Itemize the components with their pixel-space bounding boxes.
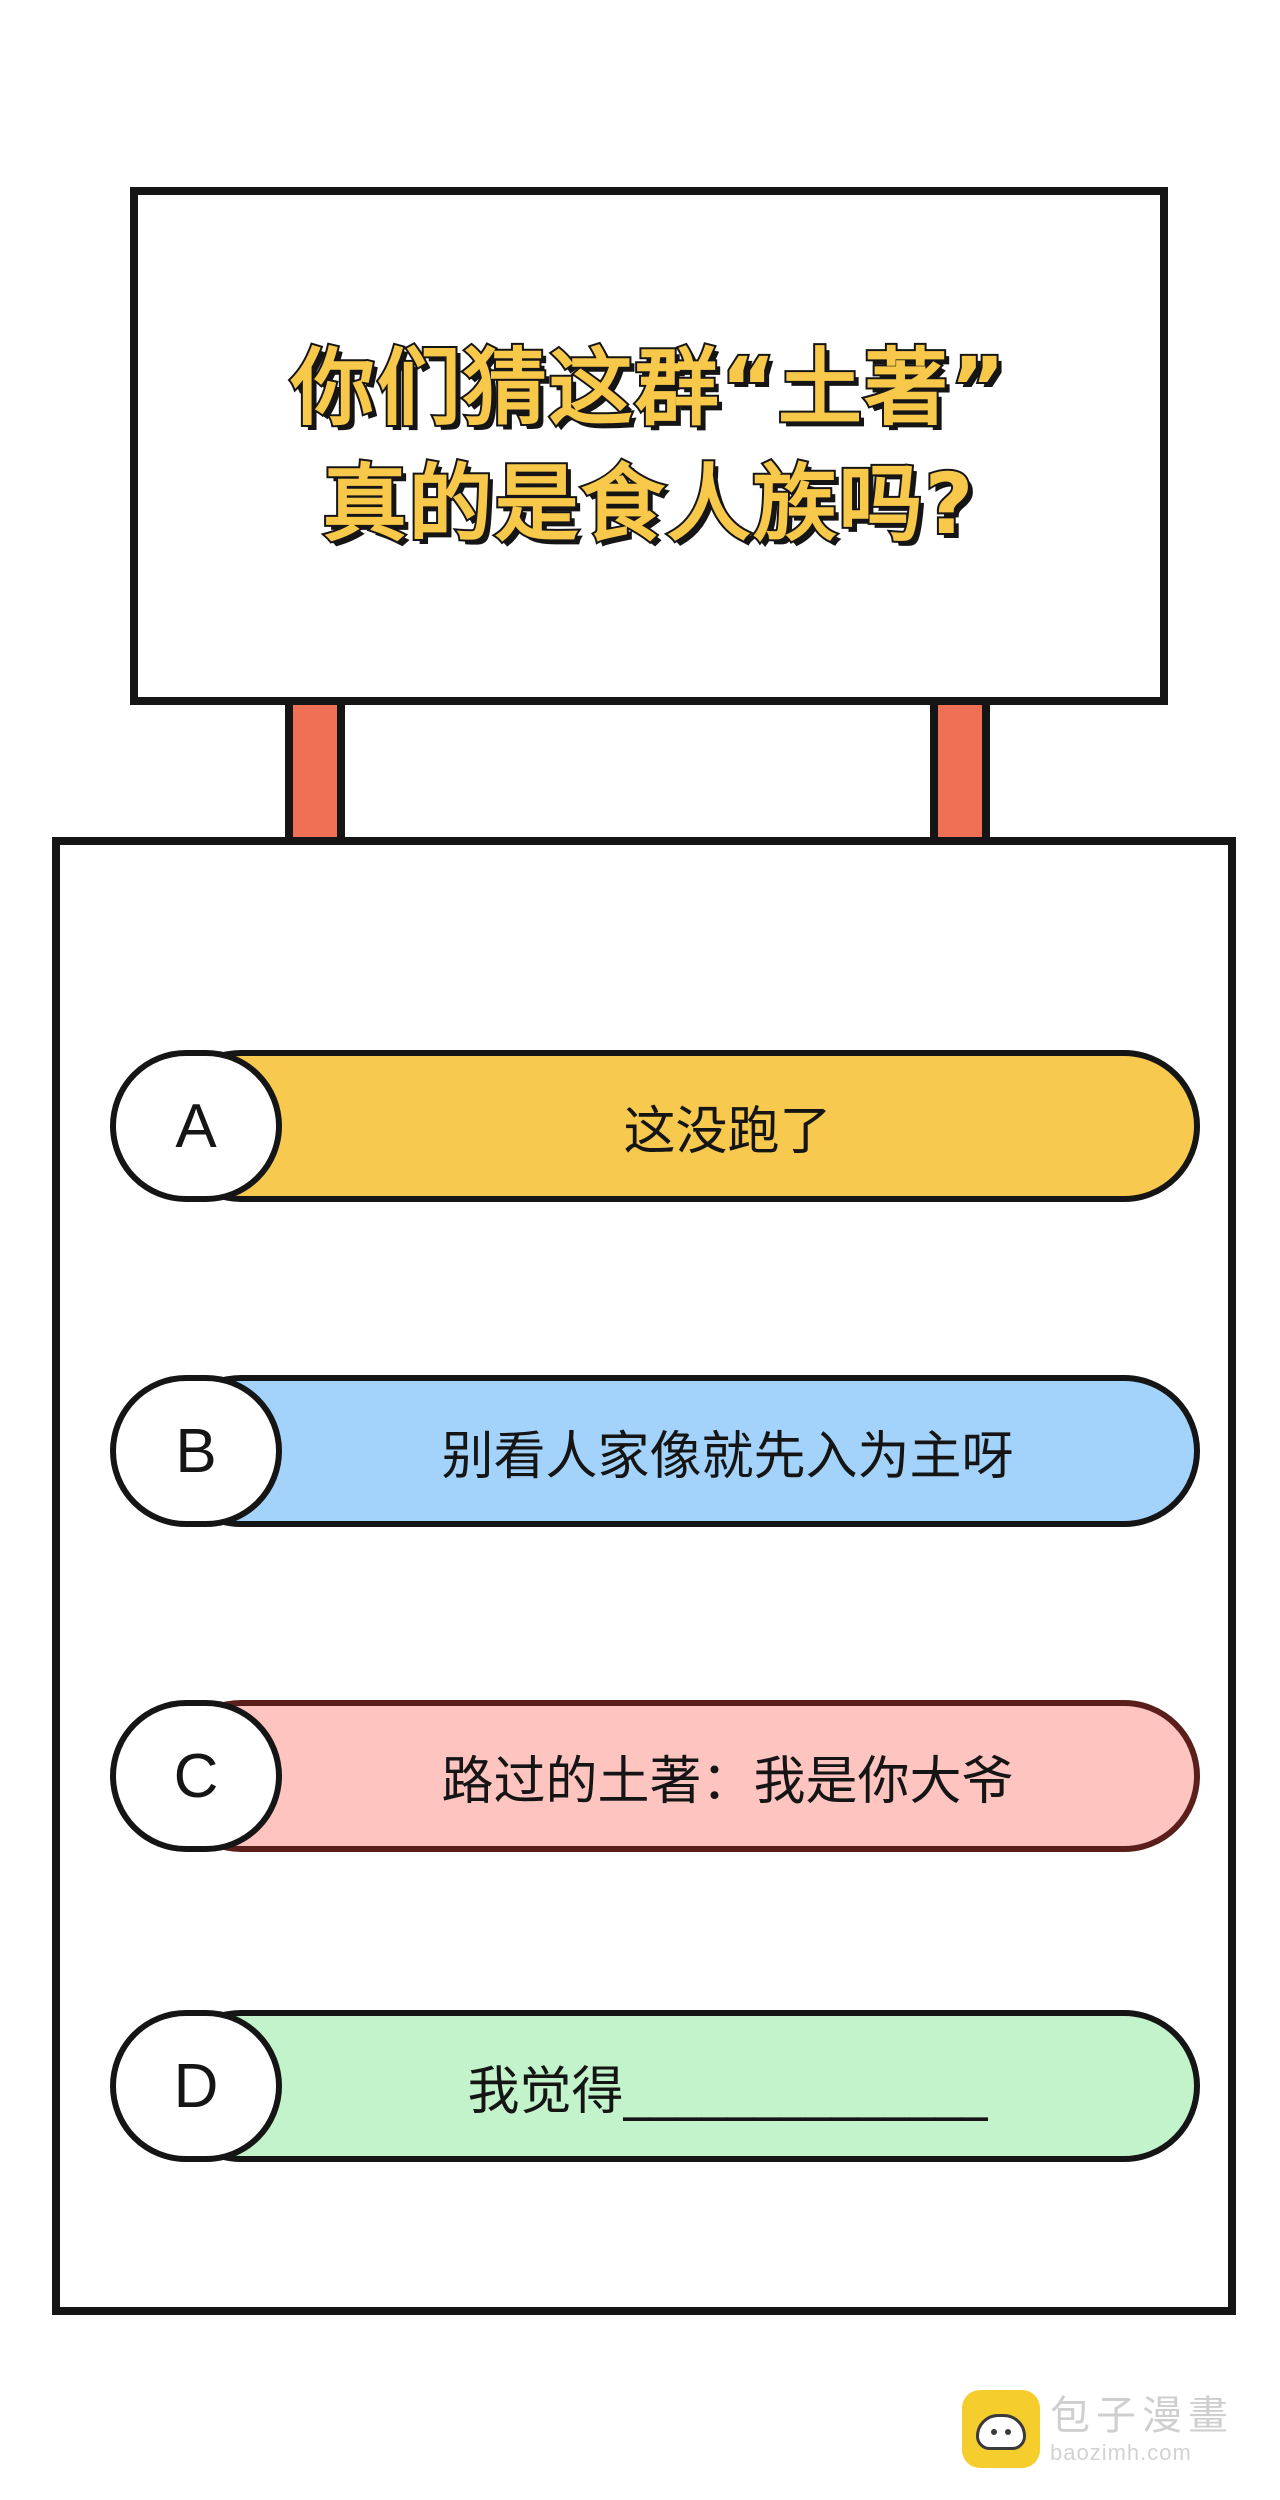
bun-logo-icon <box>962 2390 1040 2468</box>
option-b-pill[interactable]: 别看人家像就先入为主呀 <box>165 1375 1200 1527</box>
answer-panel: 这没跑了 A 别看人家像就先入为主呀 B 路过的土著：我是你大爷 C 我觉得__… <box>52 837 1236 2315</box>
option-d-badge[interactable]: D <box>110 2010 282 2162</box>
option-b-badge[interactable]: B <box>110 1375 282 1527</box>
option-c-pill[interactable]: 路过的土著：我是你大爷 <box>165 1700 1200 1852</box>
option-c-letter: C <box>173 1741 219 1811</box>
watermark-url: baozimh.com <box>1050 2440 1192 2465</box>
watermark-text: 包子漫畫 baozimh.com <box>1050 2392 1234 2466</box>
option-d[interactable]: 我觉得______________ D <box>110 2010 1200 2162</box>
option-a-letter: A <box>175 1091 217 1161</box>
watermark-name: 包子漫畫 <box>1050 2393 1234 2439</box>
option-c-badge[interactable]: C <box>110 1700 282 1852</box>
option-a-badge[interactable]: A <box>110 1050 282 1202</box>
option-c[interactable]: 路过的土著：我是你大爷 C <box>110 1700 1200 1852</box>
option-a[interactable]: 这没跑了 A <box>110 1050 1200 1202</box>
option-b[interactable]: 别看人家像就先入为主呀 B <box>110 1375 1200 1527</box>
option-d-letter: D <box>173 2051 219 2121</box>
question-title-line-2: 真的是食人族吗? <box>321 453 976 555</box>
option-d-pill[interactable]: 我觉得______________ <box>165 2010 1200 2162</box>
option-b-letter: B <box>175 1416 217 1486</box>
option-d-text: 我觉得______________ <box>467 2061 988 2122</box>
question-sign: 你们猜这群“土著” 真的是食人族吗? <box>130 187 1168 705</box>
option-b-text: 别看人家像就先入为主呀 <box>441 1426 1014 1487</box>
option-c-text: 路过的土著：我是你大爷 <box>441 1751 1014 1812</box>
sign-post-left <box>285 705 345 840</box>
option-a-pill[interactable]: 这没跑了 <box>165 1050 1200 1202</box>
option-a-text: 这没跑了 <box>623 1101 832 1162</box>
sign-post-right <box>930 705 990 840</box>
watermark: 包子漫畫 baozimh.com <box>962 2390 1234 2468</box>
question-title-line-1: 你们猜这群“土著” <box>289 337 1008 439</box>
